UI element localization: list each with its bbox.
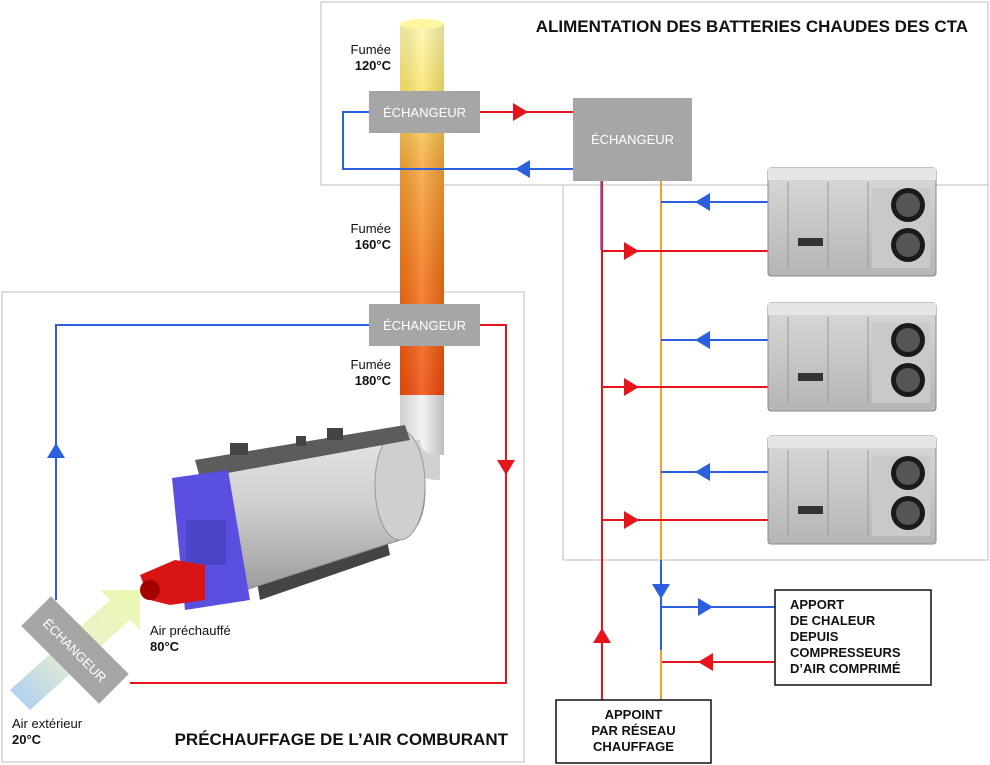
- heat-supply-line-5: D’AIR COMPRIMÉ: [790, 661, 901, 676]
- exchanger-top-big-label: ÉCHANGEUR: [591, 132, 674, 147]
- smoke-label-2: Fumée: [351, 221, 391, 236]
- heat-supply-line-3: DEPUIS: [790, 629, 839, 644]
- arrow-right-icon: [624, 242, 639, 260]
- arrow-right-icon: [698, 598, 713, 616]
- outdoor-air-label: Air extérieur: [12, 716, 83, 731]
- cta-unit-2: [767, 302, 937, 412]
- arrow-left-icon: [695, 331, 710, 349]
- cta-frame: [562, 185, 989, 561]
- arrow-left-icon: [698, 653, 713, 671]
- exchanger-top-small-label: ÉCHANGEUR: [383, 105, 466, 120]
- cta-distribution: [593, 181, 775, 700]
- network-supply-line-2: PAR RÉSEAU: [591, 723, 675, 738]
- smoke-temp-3: 180°C: [355, 373, 392, 388]
- bottom-left-title: PRÉCHAUFFAGE DE L’AIR COMBURANT: [175, 730, 509, 749]
- heat-supply-line-4: COMPRESSEURS: [790, 645, 901, 660]
- top-right-frame: [320, 1, 989, 186]
- cta-unit-3: [767, 435, 937, 545]
- preheated-air-temp: 80°C: [150, 639, 180, 654]
- arrow-left-icon: [695, 463, 710, 481]
- smoke-label-3: Fumée: [351, 357, 391, 372]
- arrow-down-icon: [652, 584, 670, 599]
- exchanger-top-small: ÉCHANGEUR: [369, 91, 480, 133]
- network-supply-line-1: APPOINT: [605, 707, 663, 722]
- network-supply-box: APPOINT PAR RÉSEAU CHAUFFAGE: [555, 699, 712, 764]
- top-right-title: ALIMENTATION DES BATTERIES CHAUDES DES C…: [536, 17, 968, 36]
- heat-supply-box: APPORT DE CHALEUR DEPUIS COMPRESSEURS D’…: [774, 589, 932, 686]
- boiler: [140, 425, 426, 610]
- arrow-left-icon: [515, 160, 530, 178]
- arrow-down-icon: [497, 460, 515, 475]
- bottom-left-frame: [1, 291, 525, 763]
- top-loop: [342, 103, 573, 178]
- chimney: [400, 19, 444, 480]
- outdoor-air-temp: 20°C: [12, 732, 42, 747]
- arrow-up-icon: [593, 628, 611, 643]
- network-supply-line-3: CHAUFFAGE: [593, 739, 674, 754]
- smoke-temp-2: 160°C: [355, 237, 392, 252]
- combustion-air-loop: [47, 324, 515, 684]
- exchanger-top-big: ÉCHANGEUR: [573, 98, 692, 181]
- preheated-air-label: Air préchauffé: [150, 623, 231, 638]
- exchanger-middle: ÉCHANGEUR: [369, 304, 480, 346]
- heat-supply-line-2: DE CHALEUR: [790, 613, 876, 628]
- heat-supply-line-1: APPORT: [790, 597, 844, 612]
- arrow-up-icon: [47, 443, 65, 458]
- arrow-right-icon: [513, 103, 528, 121]
- smoke-label-1: Fumée: [351, 42, 391, 57]
- exchanger-middle-label: ÉCHANGEUR: [383, 318, 466, 333]
- smoke-temp-1: 120°C: [355, 58, 392, 73]
- cta-unit-1: [767, 167, 937, 277]
- arrow-right-icon: [624, 378, 639, 396]
- arrow-left-icon: [695, 193, 710, 211]
- arrow-right-icon: [624, 511, 639, 529]
